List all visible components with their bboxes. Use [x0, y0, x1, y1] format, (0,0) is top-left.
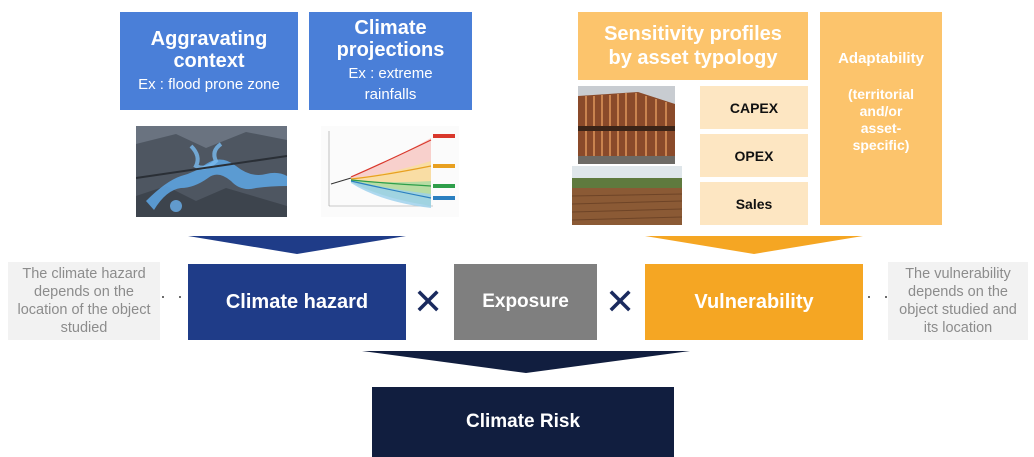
sales-label: Sales — [735, 195, 773, 212]
hazard-note-text: The climate hazard depends on the locati… — [17, 266, 151, 336]
adaptability-title: Adaptability — [838, 50, 924, 67]
climate-projections-title: Climate projections — [336, 17, 445, 61]
adaptability-detail: (territorial and/or asset-specific) — [847, 86, 915, 153]
flood-map-image — [136, 126, 287, 217]
climate-projection-chart-image — [321, 126, 459, 217]
hazard-note: The climate hazard depends on the locati… — [8, 262, 160, 340]
exposure-label: Exposure — [482, 291, 569, 312]
opex-box: OPEX — [700, 134, 808, 177]
opex-label: OPEX — [734, 147, 774, 164]
vulnerability-note-text: The vulnerability depends on the object … — [899, 266, 1017, 336]
risk-input-arrow — [362, 351, 690, 373]
field-photo — [572, 166, 682, 225]
vulnerability-note: The vulnerability depends on the object … — [888, 262, 1028, 340]
vulnerability-label: Vulnerability — [694, 290, 814, 313]
exposure-box: Exposure — [454, 264, 597, 340]
climate-hazard-label: Climate hazard — [225, 290, 369, 313]
climate-projections-subtitle: Ex : extreme rainfalls — [348, 65, 433, 103]
aggravating-context-box: Aggravating context Ex : flood prone zon… — [120, 12, 298, 110]
climate-risk-label: Climate Risk — [465, 411, 581, 432]
aggravating-context-title: Aggravating context — [150, 27, 268, 72]
climate-projections-box: Climate projections Ex : extreme rainfal… — [309, 12, 472, 110]
multiply-icon-2: ✕ — [605, 281, 636, 322]
building-photo — [578, 86, 675, 164]
sales-box: Sales — [700, 182, 808, 225]
hazard-input-arrow — [188, 236, 406, 254]
climate-hazard-box: Climate hazard — [188, 264, 406, 340]
sensitivity-profiles-box: Sensitivity profiles by asset typology — [578, 12, 808, 80]
capex-box: CAPEX — [700, 86, 808, 129]
vulnerability-input-arrow — [645, 236, 863, 254]
adaptability-box: Adaptability (territorial and/or asset-s… — [820, 12, 942, 225]
climate-risk-box: Climate Risk — [372, 387, 674, 457]
sensitivity-profiles-title: Sensitivity profiles by asset typology — [604, 23, 782, 69]
vulnerability-box: Vulnerability — [645, 264, 863, 340]
aggravating-context-subtitle: Ex : flood prone zone — [138, 75, 280, 93]
multiply-icon-1: ✕ — [413, 281, 444, 322]
capex-label: CAPEX — [729, 99, 779, 116]
